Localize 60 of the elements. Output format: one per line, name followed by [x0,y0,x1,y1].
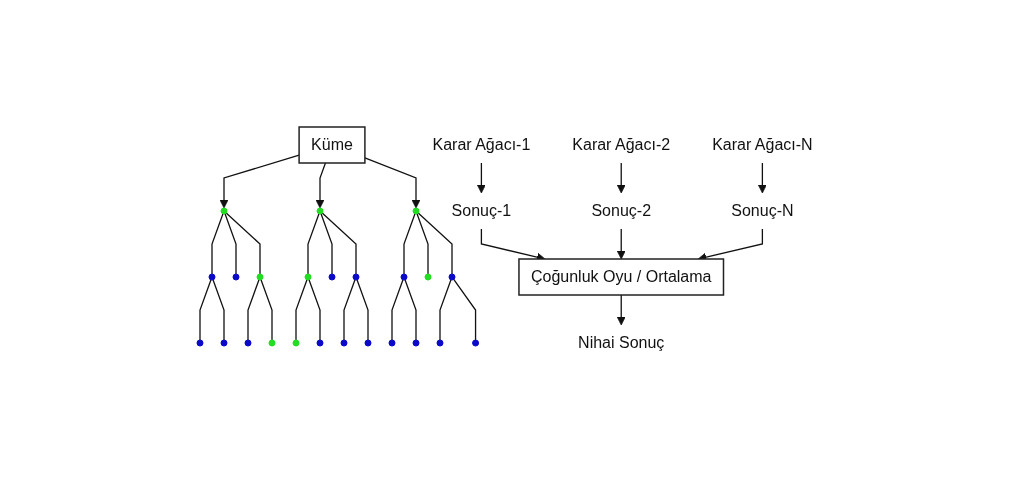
connector [439,279,452,341]
node-text: Sonuç-1 [451,202,511,219]
connector [260,279,273,341]
connector [321,212,357,275]
connector [391,279,404,341]
node-circle [304,273,312,281]
node-circle [448,273,456,281]
connector [295,279,308,341]
node-circle [220,207,228,215]
node-circle [316,207,324,215]
node-circle [364,339,372,347]
node-circle [412,339,420,347]
node-circle [268,339,276,347]
node-circle [232,273,240,281]
node-text: Karar Ağacı-2 [572,136,670,153]
connector [404,279,417,341]
node-circle [244,339,252,347]
connector [199,279,212,341]
connector [417,212,453,275]
arrow [476,162,486,194]
node-text: Karar Ağacı-1 [432,136,530,153]
node-text: Karar Ağacı-N [711,136,813,153]
connector [212,279,225,341]
node-circle [256,273,264,281]
connector [356,279,369,341]
node-text: Sonuç-2 [591,202,651,219]
connector [224,213,237,275]
connector [308,279,321,341]
connector [225,212,261,275]
node-text: Nihai Sonuç [577,334,665,351]
connector [211,213,224,275]
node-box: Çoğunluk Oyu / Ortalama [517,258,724,296]
arrow [616,162,626,194]
connector [320,213,333,275]
node-box: Küme [298,126,366,164]
node-circle [328,273,336,281]
arrow [315,162,326,209]
node-circle [424,273,432,281]
connector [247,279,260,341]
connector [403,213,416,275]
node-circle [292,339,300,347]
node-circle [388,339,396,347]
node-circle [316,339,324,347]
node-circle [412,207,420,215]
node-circle [196,339,204,347]
node-circle [352,273,360,281]
arrow [616,228,626,260]
node-circle [471,339,479,347]
node-circle [340,339,348,347]
connector [343,279,356,341]
node-circle [208,273,216,281]
node-circle [220,339,228,347]
connector [416,213,429,275]
arrow [616,294,626,326]
node-text: Sonuç-N [730,202,794,219]
connector [452,278,476,341]
node-circle [400,273,408,281]
connector [307,213,320,275]
node-circle [436,339,444,347]
arrow [757,162,767,194]
